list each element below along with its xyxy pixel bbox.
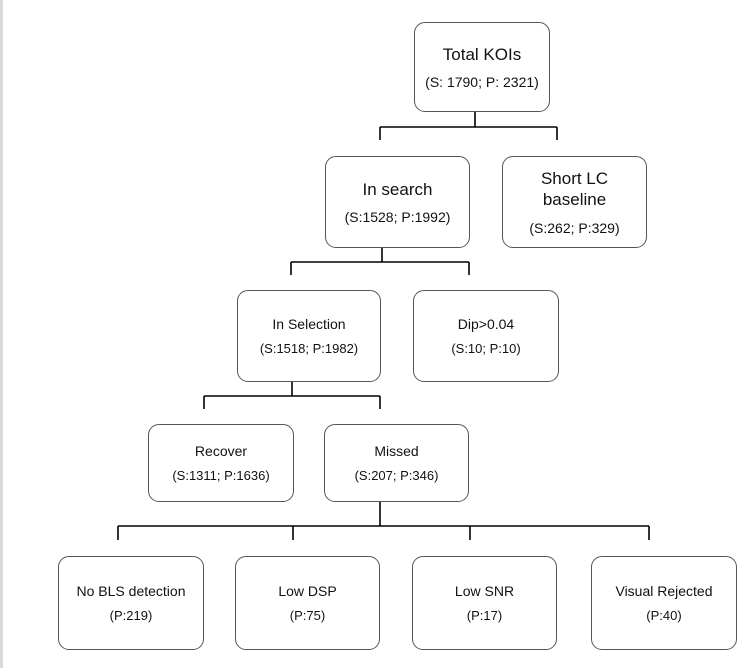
node-counts: (S: 1790; P: 2321)	[425, 73, 539, 90]
node-counts: (P:219)	[109, 608, 153, 624]
node-dip: Dip>0.04 (S:10; P:10)	[413, 290, 559, 382]
node-counts: (P:75)	[289, 608, 326, 624]
node-label: Visual Rejected	[615, 582, 713, 599]
left-edge-bar	[0, 0, 3, 668]
node-in-search: In search (S:1528; P:1992)	[325, 156, 470, 248]
node-label: Missed	[374, 442, 419, 459]
node-low-dsp: Low DSP (P:75)	[235, 556, 380, 650]
node-counts: (S:1518; P:1982)	[259, 341, 359, 357]
node-label: Total KOIs	[442, 45, 522, 65]
node-short-lc-baseline: Short LC baseline (S:262; P:329)	[502, 156, 647, 248]
node-low-snr: Low SNR (P:17)	[412, 556, 557, 650]
node-label: Low DSP	[278, 582, 337, 599]
node-recover: Recover (S:1311; P:1636)	[148, 424, 294, 502]
node-counts: (S:10; P:10)	[451, 341, 521, 357]
node-missed: Missed (S:207; P:346)	[324, 424, 469, 502]
node-counts: (S:207; P:346)	[354, 468, 439, 484]
node-total-kois: Total KOIs (S: 1790; P: 2321)	[414, 22, 550, 112]
node-visual-rejected: Visual Rejected (P:40)	[591, 556, 737, 650]
node-counts: (P:17)	[466, 608, 503, 624]
node-label: Recover	[194, 442, 248, 459]
node-no-bls-detection: No BLS detection (P:219)	[58, 556, 204, 650]
node-label: Low SNR	[454, 582, 515, 599]
node-in-selection: In Selection (S:1518; P:1982)	[237, 290, 381, 382]
node-counts: (S:1528; P:1992)	[344, 208, 451, 225]
node-counts: (S:1311; P:1636)	[172, 468, 270, 484]
node-counts: (S:262; P:329)	[529, 220, 620, 237]
node-label: In search	[362, 180, 433, 200]
node-counts: (P:40)	[646, 608, 682, 624]
node-label: In Selection	[272, 315, 346, 332]
node-label: No BLS detection	[76, 582, 186, 599]
node-label: Dip>0.04	[457, 315, 515, 332]
node-label: Short LC baseline	[540, 168, 609, 209]
